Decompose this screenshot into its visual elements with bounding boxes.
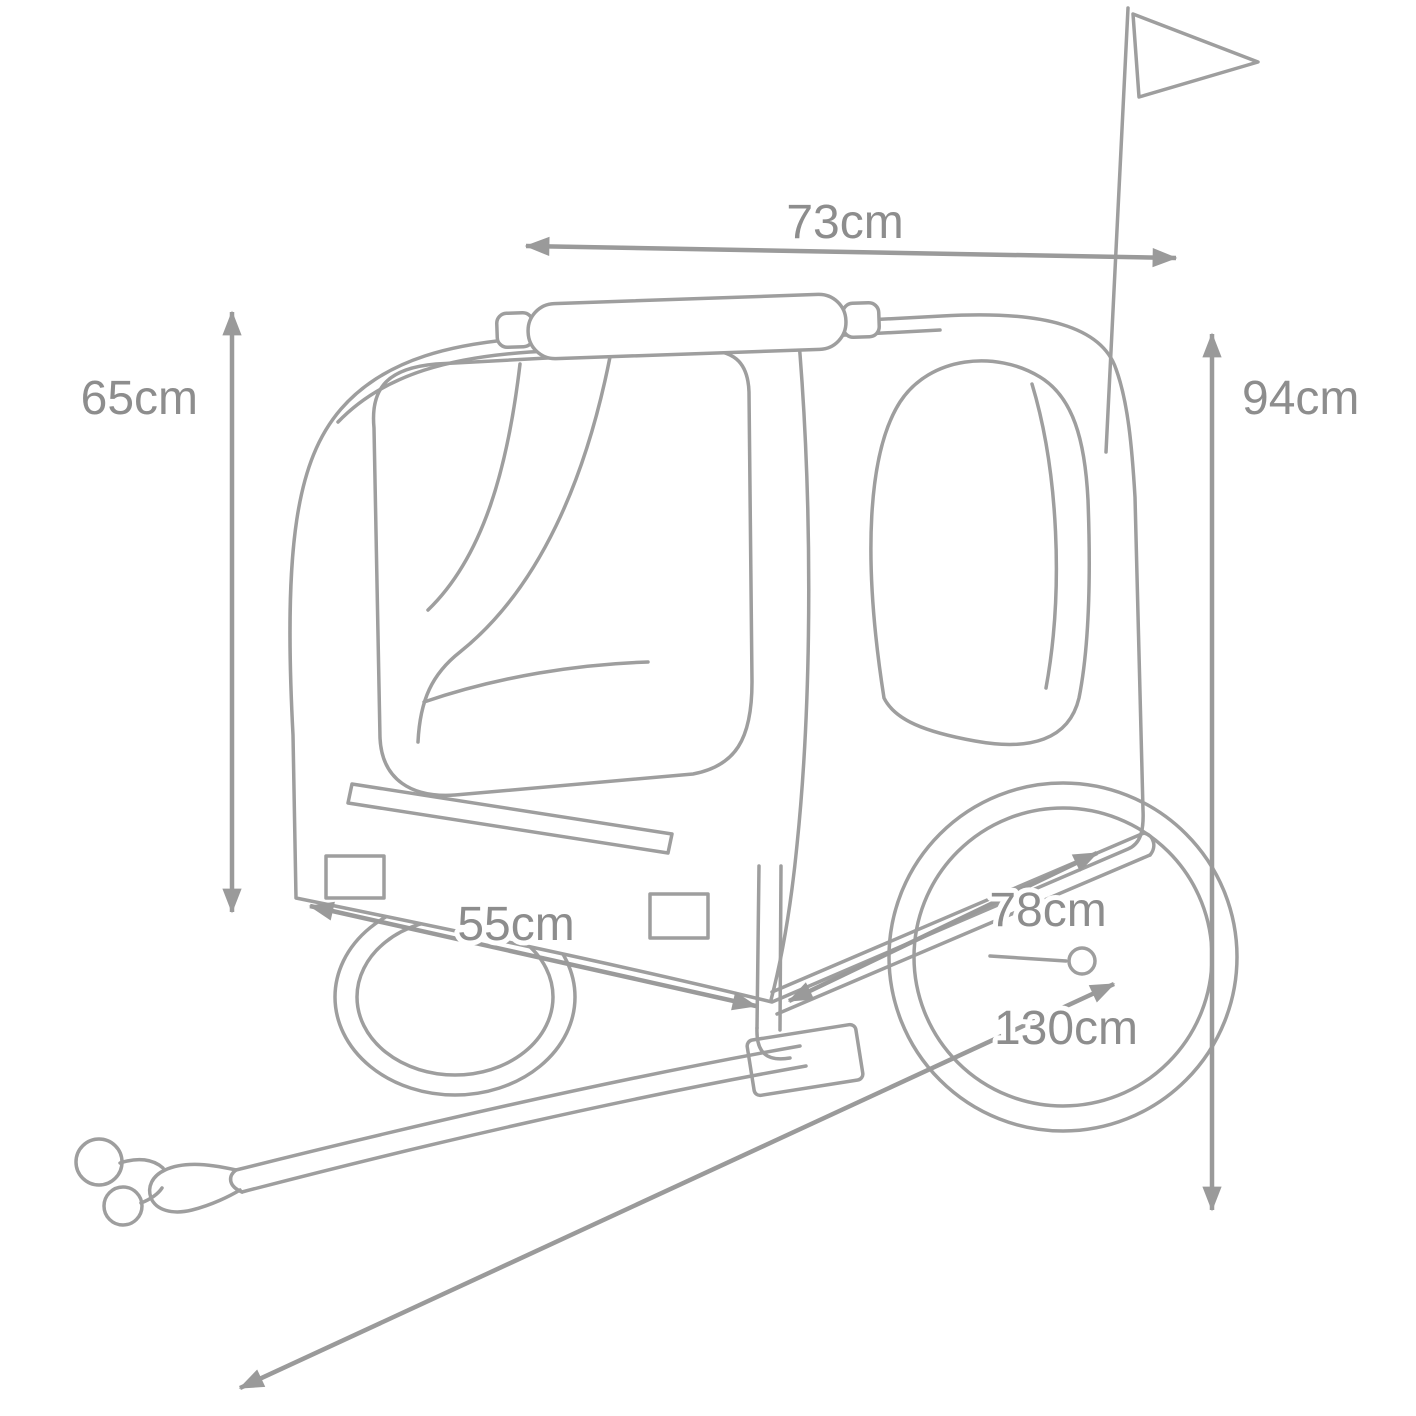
front-window-fold-1 <box>416 355 612 744</box>
dimensions: 73cm 65cm 94cm 55cm 78cm 130cm <box>76 191 1364 1391</box>
axle-rod <box>988 954 1068 963</box>
dim-width-top: 73cm <box>524 191 1178 268</box>
coupler-ball-bottom <box>102 1185 144 1227</box>
coupler-link-top <box>118 1157 165 1170</box>
handle-grip <box>526 292 848 361</box>
left-height-label: 65cm <box>81 372 198 425</box>
dim-length-total: 130cm <box>238 981 1143 1391</box>
wheel-size-label: 78cm <box>989 884 1106 937</box>
handle-bar <box>495 292 881 361</box>
right-height-label: 94cm <box>1242 372 1359 425</box>
dim-height-right: 94cm <box>1202 332 1364 1212</box>
hitch-bracket <box>745 1022 865 1098</box>
dim-height-left: 65cm <box>76 310 242 914</box>
front-window-fold-2 <box>426 362 522 612</box>
coupler-link-bottom <box>139 1186 164 1205</box>
tow-arm-top <box>234 1044 802 1172</box>
total-length-label: 130cm <box>994 1002 1138 1055</box>
side-window <box>869 359 1092 747</box>
side-window-fold <box>1030 382 1059 690</box>
side-window-outline <box>869 359 1092 747</box>
handle-end-right <box>841 300 881 340</box>
front-vent-slat <box>346 782 674 855</box>
roof-seam <box>336 328 942 424</box>
axle-hub <box>1067 946 1097 976</box>
front-window-outline <box>371 348 754 798</box>
hitch-tube-left <box>755 864 761 1030</box>
strap-loop-left <box>324 854 386 900</box>
safety-flag <box>1104 6 1260 454</box>
dim-wheel: 78cm <box>787 850 1112 1004</box>
bottom-depth-label: 55cm <box>457 898 574 951</box>
hitch-coupler <box>74 1137 242 1227</box>
front-window-fold-3 <box>422 660 650 704</box>
hitch-tube-right <box>778 864 783 1032</box>
coupler-ball-top <box>74 1137 124 1187</box>
flag-pennant <box>1131 12 1260 99</box>
body-crease <box>769 328 811 1002</box>
flag-pole <box>1104 6 1130 454</box>
frame-rail-cap <box>1142 831 1156 857</box>
top-width-label: 73cm <box>786 196 903 249</box>
dim-width-top-arrow <box>524 236 1178 268</box>
front-window <box>371 348 754 798</box>
dim-wheel-arrow <box>787 850 1099 1004</box>
tow-arm-bottom <box>240 1064 808 1194</box>
dim-length-total-arrow <box>238 981 1116 1391</box>
